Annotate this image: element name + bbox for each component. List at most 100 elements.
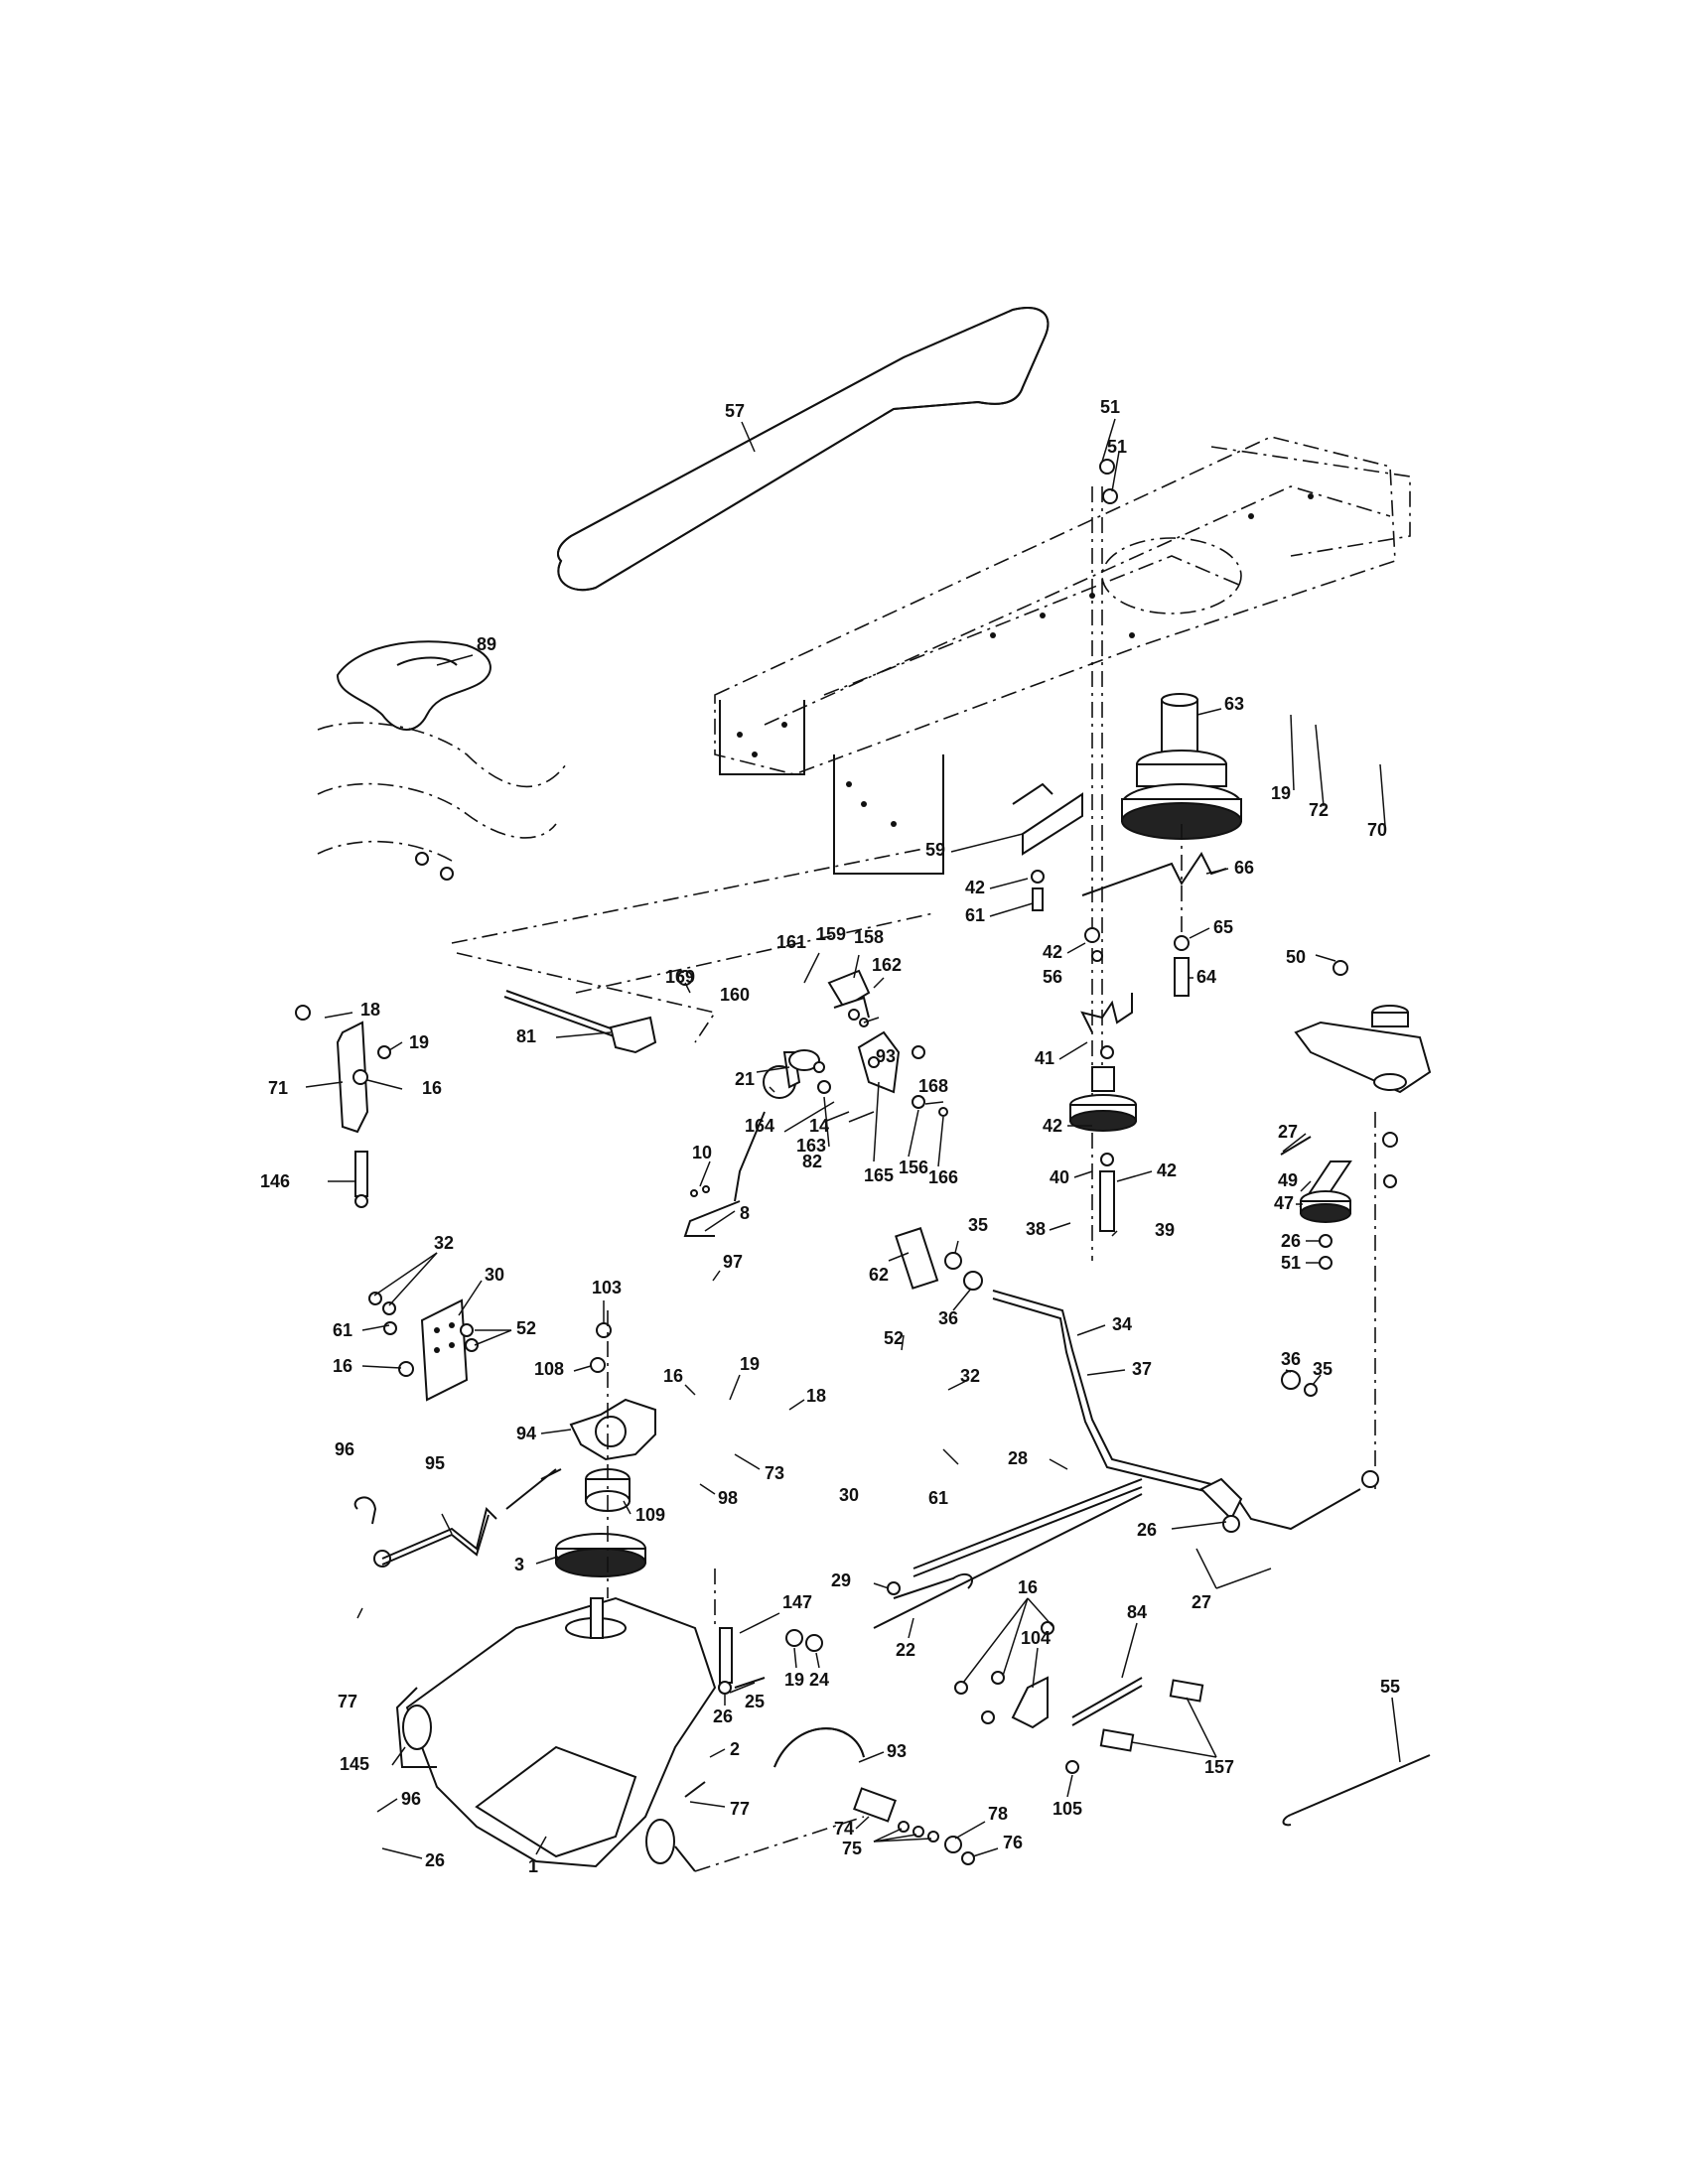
part-label: 21 — [735, 1069, 755, 1089]
part-label: 19 — [740, 1354, 760, 1374]
part-label: 22 — [896, 1640, 915, 1660]
part-label: 32 — [960, 1366, 980, 1386]
part-label: 162 — [872, 955, 902, 975]
part-label: 18 — [806, 1386, 826, 1406]
part-label: 49 — [1278, 1170, 1298, 1190]
part-label: 72 — [1309, 800, 1329, 820]
part-label: 19 — [409, 1032, 429, 1052]
part-label: 8 — [740, 1203, 750, 1223]
part-label: 34 — [1112, 1314, 1132, 1334]
seat-fender-area — [317, 640, 567, 881]
part-label: 41 — [1035, 1048, 1054, 1068]
pedal-rod — [353, 1468, 557, 1568]
part-label: 104 — [1021, 1628, 1051, 1648]
part-label: 158 — [854, 927, 884, 947]
spacers-and-washers — [853, 1787, 975, 1865]
part-label: 61 — [928, 1488, 948, 1508]
part-label: 52 — [516, 1318, 536, 1338]
part-label: 62 — [869, 1265, 889, 1285]
drive-belt — [557, 307, 1050, 592]
part-label: 39 — [1155, 1220, 1175, 1240]
part-label: 95 — [425, 1453, 445, 1473]
part-label: 89 — [477, 634, 496, 654]
part-label: 165 — [864, 1165, 894, 1185]
part-label: 57 — [725, 401, 745, 421]
part-label: 42 — [1043, 942, 1062, 962]
chassis-frame — [714, 436, 1411, 875]
part-label: 50 — [1286, 947, 1306, 967]
part-label: 76 — [1003, 1833, 1023, 1852]
part-label: 81 — [516, 1026, 536, 1046]
part-label: 73 — [765, 1463, 784, 1483]
part-label: 16 — [663, 1366, 683, 1386]
part-label: 51 — [1107, 437, 1127, 457]
part-label: 30 — [839, 1485, 859, 1505]
part-label: 66 — [1234, 858, 1254, 878]
part-label: 35 — [968, 1215, 988, 1235]
part-label: 3 — [514, 1555, 524, 1574]
part-label: 105 — [1052, 1799, 1082, 1819]
part-label: 156 — [899, 1158, 928, 1177]
left-axle-bracket — [368, 1292, 479, 1402]
part-label: 82 — [802, 1152, 822, 1171]
part-label: 2 — [730, 1739, 740, 1759]
part-label: 30 — [485, 1265, 504, 1285]
part-label: 26 — [425, 1850, 445, 1870]
part-label: 42 — [965, 878, 985, 897]
part-label: 93 — [887, 1741, 907, 1761]
part-label: 14 — [809, 1116, 829, 1136]
part-label: 52 — [884, 1328, 904, 1348]
part-label: 159 — [816, 924, 846, 944]
frame-holes — [737, 493, 1314, 827]
part-label: 16 — [333, 1356, 352, 1376]
pulley-stack-right — [1121, 693, 1242, 997]
part-label: 163 — [796, 1136, 826, 1156]
leader-lines — [305, 418, 1401, 1859]
fan-and-input-pulley — [555, 1310, 656, 1598]
part-label: 51 — [1100, 397, 1120, 417]
part-label: 84 — [1127, 1602, 1147, 1622]
part-label: 47 — [1274, 1193, 1294, 1213]
part-label: 16 — [422, 1078, 442, 1098]
part-label: 70 — [1367, 820, 1387, 840]
part-label: 108 — [534, 1359, 564, 1379]
part-label: 38 — [1026, 1219, 1046, 1239]
part-label: 1 — [528, 1856, 538, 1876]
part-label: 32 — [434, 1233, 454, 1253]
part-label: 19 — [784, 1670, 804, 1690]
part-label: 93 — [876, 1046, 896, 1066]
part-label: 27 — [1192, 1592, 1211, 1612]
part-label: 26 — [1137, 1520, 1157, 1540]
part-label: 63 — [1224, 694, 1244, 714]
part-label: 28 — [1008, 1448, 1028, 1468]
left-bracket-71 — [295, 1005, 391, 1208]
shift-linkage — [451, 848, 934, 1237]
part-label: 109 — [635, 1505, 665, 1525]
part-label: 160 — [720, 985, 750, 1005]
shafts-and-rods — [873, 1227, 1379, 1629]
part-label: 61 — [333, 1320, 352, 1340]
part-label: 26 — [713, 1706, 733, 1726]
springs-25-147 — [540, 1468, 823, 1798]
part-label: 64 — [1196, 967, 1216, 987]
part-label: 26 — [1281, 1231, 1301, 1251]
part-label: 71 — [268, 1078, 288, 1098]
part-label: 24 — [809, 1670, 829, 1690]
part-label: 77 — [730, 1799, 750, 1819]
part-label: 29 — [831, 1570, 851, 1590]
transaxle — [395, 1569, 865, 1872]
brake-linkage — [954, 1621, 1204, 1774]
part-label: 169 — [665, 967, 695, 987]
part-label: 36 — [938, 1308, 958, 1328]
part-label: 157 — [1204, 1757, 1234, 1777]
part-label: 42 — [1157, 1160, 1177, 1180]
part-label: 61 — [965, 905, 985, 925]
part-label: 35 — [1313, 1359, 1333, 1379]
part-label: 42 — [1043, 1116, 1062, 1136]
part-label: 147 — [782, 1592, 812, 1612]
shift-bracket-assembly — [782, 969, 948, 1117]
part-label: 55 — [1380, 1677, 1400, 1697]
part-label: 16 — [1018, 1577, 1038, 1597]
part-label: 65 — [1213, 917, 1233, 937]
